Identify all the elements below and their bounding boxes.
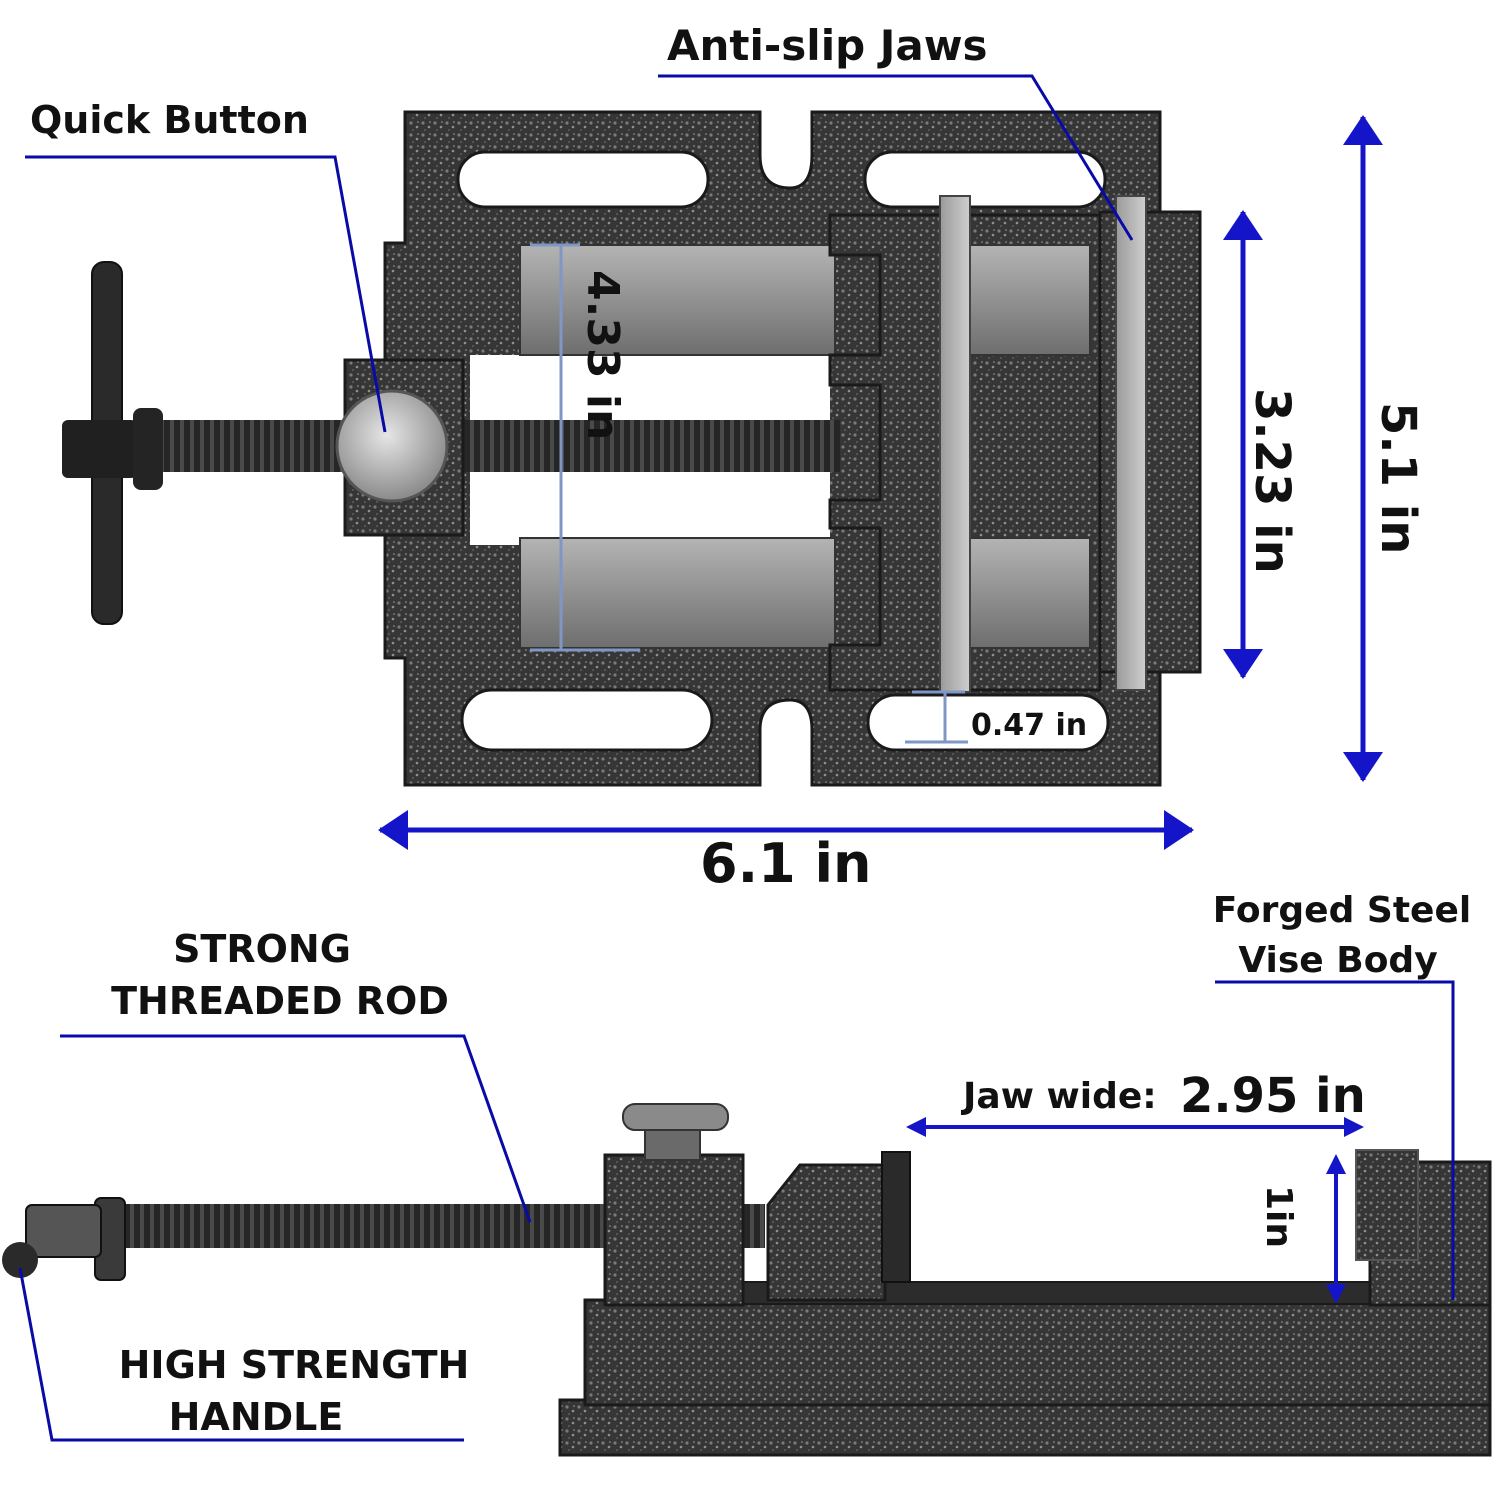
mounting-slot (863, 150, 1107, 209)
side-base (558, 1398, 1492, 1457)
anti-slip-jaw-plate (1115, 195, 1147, 691)
side-handle-hub (25, 1204, 102, 1258)
jaw-face-plate (939, 195, 971, 693)
threaded-rod-leader (60, 1034, 532, 1223)
forged-steel-label-line-2: Vise Body (1238, 940, 1437, 981)
high-strength-handle-label-line-2: HANDLE (169, 1395, 344, 1439)
movable-jaw-slot-bottom (964, 537, 1091, 649)
overall-width-value: 6.1 in (700, 832, 871, 895)
mounting-slot (460, 688, 714, 752)
slide-rail-top (519, 244, 836, 356)
forged-steel-leader (1215, 980, 1455, 1300)
side-body (583, 1298, 1492, 1407)
anti-slip-jaws-label: Anti-slip Jaws (667, 21, 988, 70)
forged-steel-label-line-1: Forged Steel (1213, 890, 1471, 931)
lead-screw (160, 420, 840, 472)
handle-leader (18, 1267, 464, 1442)
movable-jaw-slot-top (964, 244, 1091, 356)
anti-slip-jaws-leader (658, 74, 1134, 241)
jaw-width-label: Jaw wide: (960, 1076, 1157, 1117)
quick-button-leader (25, 155, 387, 433)
side-handle-end[interactable] (2, 1242, 38, 1278)
t-handle-collar (133, 408, 163, 490)
side-quick-button[interactable] (622, 1103, 729, 1131)
strong-threaded-rod-label-line-2: THREADED ROD (111, 979, 449, 1023)
jaw-thickness-value: 0.47 in (971, 708, 1087, 743)
strong-threaded-rod-label-line-1: STRONG (173, 927, 351, 971)
side-view (2, 1103, 1492, 1457)
mounting-slot (456, 150, 710, 209)
jaw-opening-value: 3.23 in (1244, 388, 1300, 574)
slide-length-value: 4.33 in (577, 270, 628, 440)
overall-height-value: 5.1 in (1370, 402, 1426, 554)
quick-button-label: Quick Button (30, 98, 309, 142)
top-view: 4.33 in 0.47 in (62, 110, 1202, 787)
quick-button[interactable] (335, 389, 449, 503)
side-screw-housing (603, 1153, 745, 1307)
high-strength-handle-label-line-1: HIGH STRENGTH (119, 1343, 470, 1387)
jaw-width-value: 2.95 in (1180, 1068, 1366, 1124)
side-fixed-jaw-plate (1355, 1149, 1419, 1261)
mounting-slot (866, 693, 1110, 752)
slide-rail-bottom (519, 537, 836, 649)
side-movable-jaw-plate (881, 1151, 911, 1283)
t-handle-hub (62, 420, 137, 478)
side-movable-jaw (766, 1163, 887, 1302)
jaw-height-value: 1in (1258, 1185, 1299, 1248)
